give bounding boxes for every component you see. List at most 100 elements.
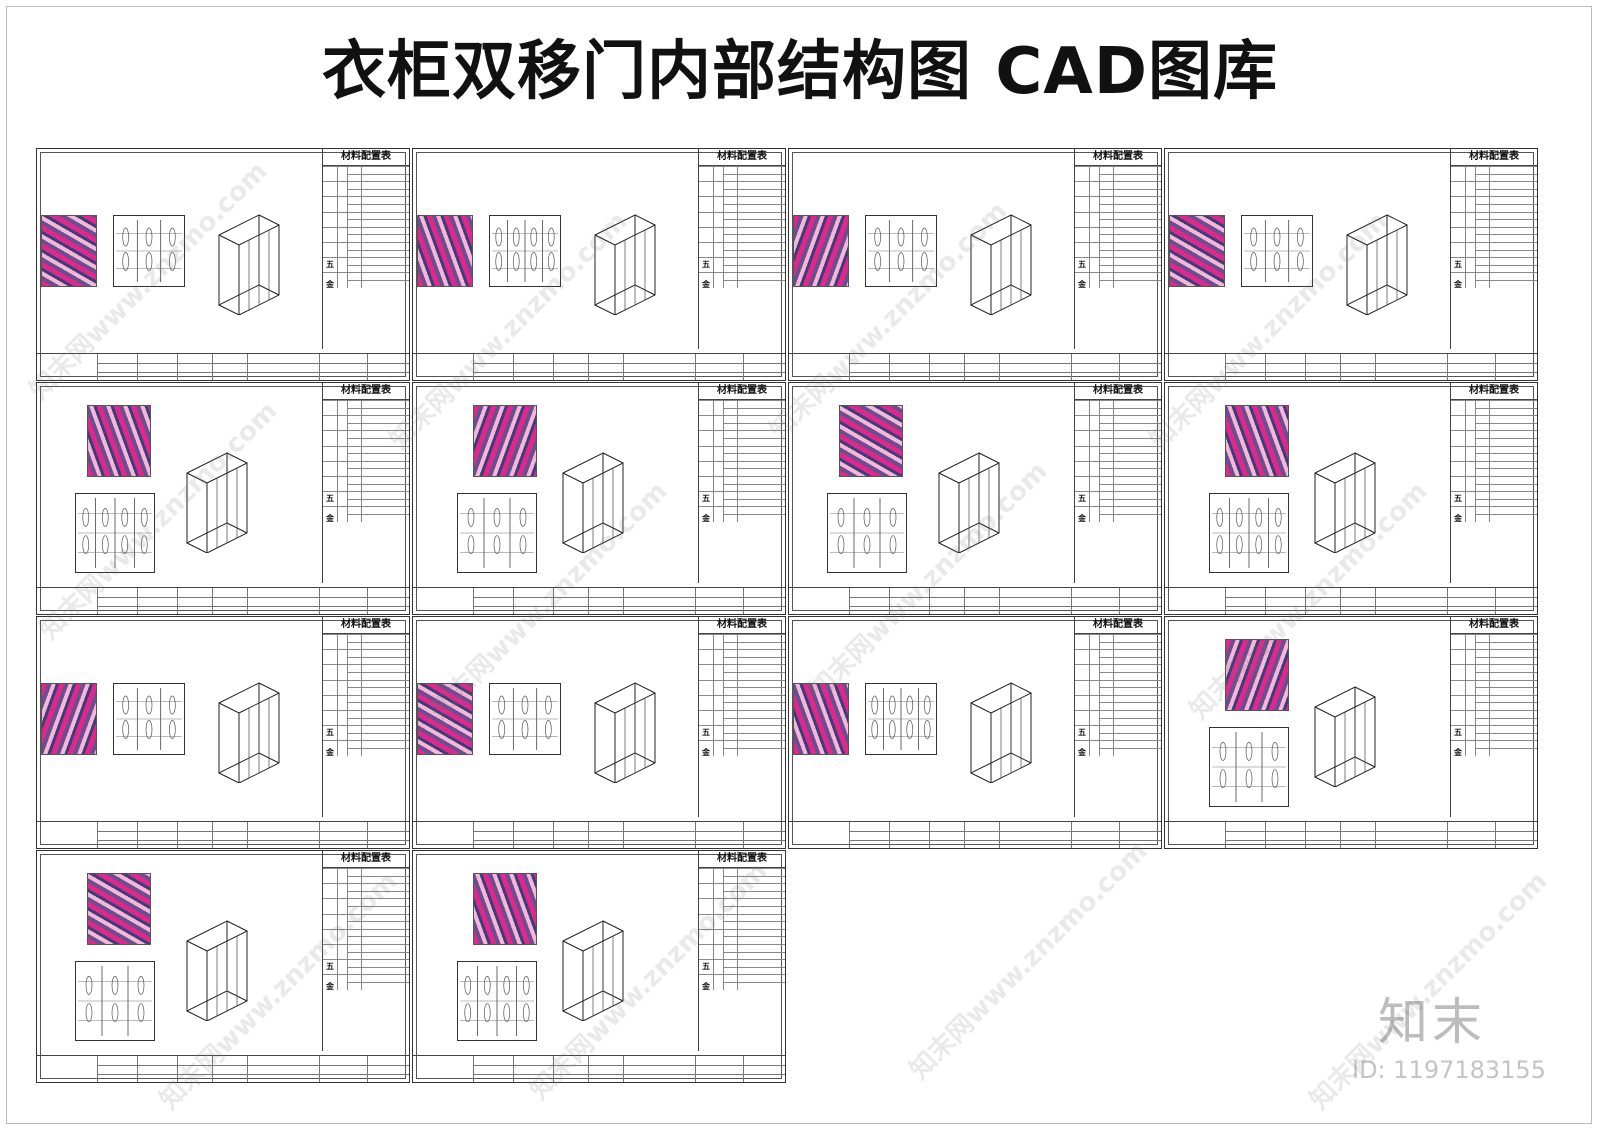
drawing-sheet[interactable]: 材料配置表五金 bbox=[36, 148, 410, 381]
material-table-title: 材料配置表 bbox=[323, 617, 409, 634]
title-block bbox=[413, 587, 785, 614]
elevation-lines bbox=[460, 498, 534, 568]
hardware-label: 金 bbox=[326, 514, 334, 523]
hardware-label: 五 bbox=[702, 962, 710, 971]
material-table-title: 材料配置表 bbox=[1075, 617, 1161, 634]
isometric-view bbox=[186, 920, 248, 1021]
elevation-lines bbox=[868, 220, 934, 282]
front-elevation bbox=[75, 961, 155, 1041]
wardrobe-photo bbox=[87, 873, 151, 945]
sheet-border bbox=[416, 620, 782, 845]
hardware-label: 金 bbox=[326, 982, 334, 991]
material-table-body: 五金 bbox=[699, 868, 785, 991]
drawing-sheet[interactable]: 材料配置表五金 bbox=[412, 616, 786, 849]
drawing-sheet[interactable]: 材料配置表五金 bbox=[1164, 148, 1538, 381]
material-table: 材料配置表五金 bbox=[322, 383, 409, 583]
isometric-view bbox=[1346, 214, 1408, 315]
material-table-body: 五金 bbox=[1075, 166, 1161, 289]
drawing-sheet[interactable]: 材料配置表五金 bbox=[36, 382, 410, 615]
drawing-sheet[interactable]: 材料配置表五金 bbox=[1164, 616, 1538, 849]
sheet-border bbox=[416, 386, 782, 611]
sheet-grid: 材料配置表五金材料配置表五金材料配置表五金材料配置表五金材料配置表五金材料配置表… bbox=[36, 148, 1566, 1105]
wardrobe-photo bbox=[41, 683, 97, 755]
front-elevation bbox=[827, 493, 907, 573]
sheet-border bbox=[40, 386, 406, 611]
material-table: 材料配置表五金 bbox=[698, 149, 785, 349]
wardrobe-photo bbox=[473, 405, 537, 477]
drawing-sheet[interactable]: 材料配置表五金 bbox=[788, 382, 1162, 615]
title-block bbox=[37, 1055, 409, 1082]
elevation-lines bbox=[492, 220, 558, 282]
material-table: 材料配置表五金 bbox=[1450, 617, 1537, 817]
front-elevation bbox=[489, 683, 561, 755]
sheet-border bbox=[792, 152, 1158, 377]
hardware-label: 五 bbox=[326, 494, 334, 503]
wardrobe-photo bbox=[473, 873, 537, 945]
elevation-lines bbox=[460, 966, 534, 1036]
front-elevation bbox=[75, 493, 155, 573]
material-table: 材料配置表五金 bbox=[1074, 617, 1161, 817]
wardrobe-drawing bbox=[413, 851, 695, 1051]
elevation-lines bbox=[1244, 220, 1310, 282]
hardware-label: 金 bbox=[702, 748, 710, 757]
isometric-view bbox=[594, 682, 656, 783]
wardrobe-drawing bbox=[789, 149, 1071, 349]
sheet-border bbox=[40, 620, 406, 845]
title-block bbox=[413, 1055, 785, 1082]
title-block bbox=[413, 821, 785, 848]
sheet-border bbox=[792, 386, 1158, 611]
hardware-label: 金 bbox=[1078, 514, 1086, 523]
hardware-label: 金 bbox=[1454, 280, 1462, 289]
drawing-sheet[interactable]: 材料配置表五金 bbox=[412, 148, 786, 381]
wardrobe-photo bbox=[87, 405, 151, 477]
hardware-label: 五 bbox=[1454, 728, 1462, 737]
material-table-body: 五金 bbox=[1451, 634, 1537, 757]
drawing-sheet[interactable]: 材料配置表五金 bbox=[412, 850, 786, 1083]
title-block bbox=[789, 821, 1161, 848]
material-table-title: 材料配置表 bbox=[1075, 383, 1161, 400]
front-elevation bbox=[865, 215, 937, 287]
front-elevation bbox=[457, 961, 537, 1041]
drawing-sheet[interactable]: 材料配置表五金 bbox=[1164, 382, 1538, 615]
drawing-sheet[interactable]: 材料配置表五金 bbox=[788, 616, 1162, 849]
material-table-title: 材料配置表 bbox=[1451, 383, 1537, 400]
hardware-label: 五 bbox=[1078, 494, 1086, 503]
hardware-label: 五 bbox=[326, 728, 334, 737]
page-title: 衣柜双移门内部结构图 CAD图库 bbox=[322, 35, 1278, 109]
drawing-sheet[interactable]: 材料配置表五金 bbox=[788, 148, 1162, 381]
sheet-border bbox=[1168, 152, 1534, 377]
front-elevation bbox=[489, 215, 561, 287]
drawing-sheet[interactable]: 材料配置表五金 bbox=[412, 382, 786, 615]
wardrobe-drawing bbox=[789, 383, 1071, 583]
elevation-lines bbox=[78, 966, 152, 1036]
sheet-border bbox=[416, 152, 782, 377]
wardrobe-photo bbox=[793, 215, 849, 287]
sheet-border bbox=[416, 854, 782, 1079]
hardware-label: 五 bbox=[702, 728, 710, 737]
material-table-body: 五金 bbox=[1075, 634, 1161, 757]
material-table-title: 材料配置表 bbox=[1451, 149, 1537, 166]
hardware-label: 金 bbox=[702, 514, 710, 523]
wardrobe-drawing bbox=[37, 617, 319, 817]
elevation-lines bbox=[116, 220, 182, 282]
hardware-label: 五 bbox=[702, 494, 710, 503]
elevation-lines bbox=[78, 498, 152, 568]
material-table-body: 五金 bbox=[1451, 166, 1537, 289]
isometric-view bbox=[1314, 452, 1376, 553]
wardrobe-photo bbox=[1169, 215, 1225, 287]
watermark-id: ID: 1197183155 bbox=[1352, 1056, 1546, 1084]
hardware-label: 金 bbox=[702, 280, 710, 289]
sheet-border bbox=[792, 620, 1158, 845]
isometric-view bbox=[218, 214, 280, 315]
material-table-body: 五金 bbox=[699, 400, 785, 523]
front-elevation bbox=[1241, 215, 1313, 287]
wardrobe-drawing bbox=[37, 149, 319, 349]
elevation-lines bbox=[116, 688, 182, 750]
wardrobe-drawing bbox=[413, 383, 695, 583]
drawing-sheet[interactable]: 材料配置表五金 bbox=[36, 850, 410, 1083]
sheet-border bbox=[40, 152, 406, 377]
hardware-label: 五 bbox=[326, 962, 334, 971]
hardware-label: 五 bbox=[1454, 260, 1462, 269]
drawing-sheet[interactable]: 材料配置表五金 bbox=[36, 616, 410, 849]
title-block bbox=[789, 587, 1161, 614]
